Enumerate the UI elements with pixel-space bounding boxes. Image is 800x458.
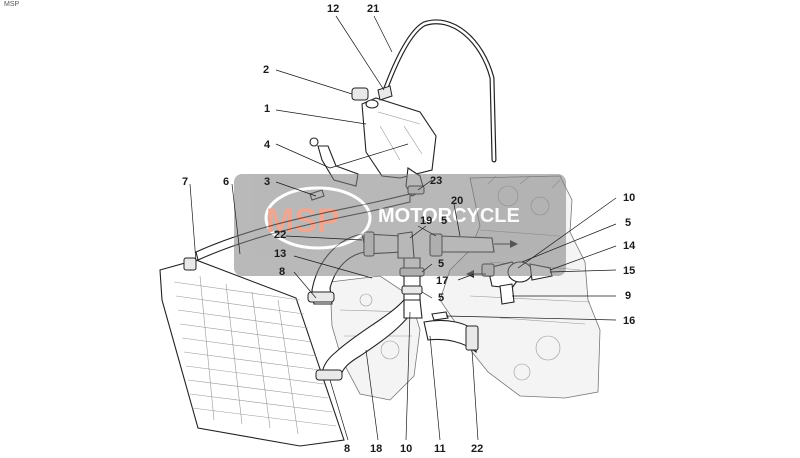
callout-7: 7	[182, 176, 188, 188]
callout-6: 6	[223, 176, 229, 188]
breather-clip	[377, 85, 393, 101]
callout-2: 2	[263, 64, 269, 76]
expansion-tank	[351, 85, 437, 179]
callout-22-top: 22	[274, 229, 286, 241]
lower-hose-22	[423, 319, 479, 354]
callout-16: 16	[623, 315, 635, 327]
screw-16	[431, 311, 449, 321]
callout-8-bottom: 8	[344, 443, 350, 455]
tank-cap	[351, 87, 369, 101]
callout-11: 11	[434, 443, 446, 455]
callout-5-top: 5	[441, 215, 447, 227]
callout-21: 21	[367, 3, 379, 15]
corner-mark: MSP	[4, 1, 20, 8]
callout-9: 9	[625, 290, 631, 302]
callout-1: 1	[264, 103, 270, 115]
callout-8-top: 8	[279, 266, 285, 278]
watermark-panel	[234, 174, 566, 276]
callout-15: 15	[623, 265, 635, 277]
clamp-lower-hose	[465, 325, 479, 351]
callout-10-top: 10	[623, 192, 635, 204]
tank-neck	[365, 99, 379, 109]
callout-labels: 12 21 2 1 4 3 23 7 6 20 10 19 5 5 22 14 …	[182, 3, 636, 455]
leader-lines	[189, 15, 617, 441]
callout-3: 3	[264, 176, 270, 188]
callout-10-bottom: 10	[400, 443, 412, 455]
callout-23: 23	[430, 175, 442, 187]
callout-13: 13	[274, 248, 286, 260]
clamp-radiator-lower	[315, 369, 343, 381]
callout-5-mid: 5	[438, 258, 444, 270]
radiator-cap	[183, 257, 197, 271]
watermark-logo: MSP	[266, 202, 340, 240]
callout-12: 12	[327, 3, 339, 15]
callout-20: 20	[451, 195, 463, 207]
clamp-stem-lower	[401, 285, 423, 295]
callout-18: 18	[370, 443, 382, 455]
callout-22-bottom: 22	[471, 443, 483, 455]
union-9	[499, 283, 515, 305]
callout-5-right: 5	[625, 217, 631, 229]
pipe-junction-10	[403, 299, 423, 319]
clamp-radiator-upper	[307, 291, 335, 303]
callout-17: 17	[436, 275, 448, 287]
radiator	[159, 257, 345, 447]
callout-4: 4	[264, 139, 271, 151]
callout-14: 14	[623, 240, 636, 252]
callout-5-low: 5	[438, 292, 444, 304]
watermark-brand: MOTORCYCLE	[378, 205, 520, 227]
callout-19: 19	[420, 215, 432, 227]
watermark: MSP MOTORCYCLE	[234, 174, 566, 276]
